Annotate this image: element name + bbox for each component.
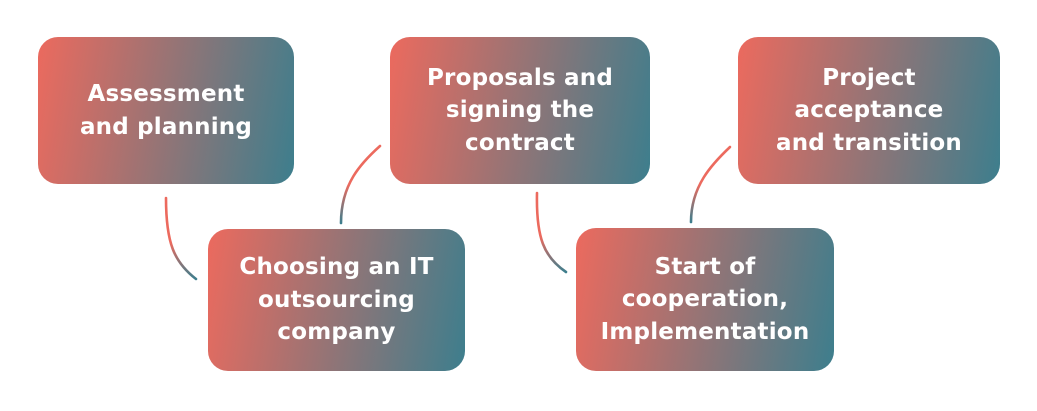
connector-assessment-to-choosing	[164, 196, 198, 281]
step-choosing-company: Choosing an IT outsourcing company	[208, 229, 465, 371]
step-project-acceptance: Project acceptance and transition	[738, 37, 1000, 184]
step-label: Start of cooperation, Implementation	[600, 253, 810, 345]
step-label: Assessment and planning	[79, 80, 253, 140]
step-start-cooperation: Start of cooperation, Implementation	[576, 228, 834, 371]
step-label: Choosing an IT outsourcing company	[239, 254, 434, 346]
connector-start-to-acceptance	[689, 145, 732, 224]
connector-proposals-to-start	[535, 191, 568, 274]
step-proposals-contract: Proposals and signing the contract	[390, 37, 650, 184]
connector-choosing-to-proposals	[339, 144, 382, 225]
step-label: Project acceptance and transition	[775, 64, 963, 156]
step-label: Proposals and signing the contract	[426, 64, 614, 156]
step-assessment-planning: Assessment and planning	[38, 37, 294, 184]
